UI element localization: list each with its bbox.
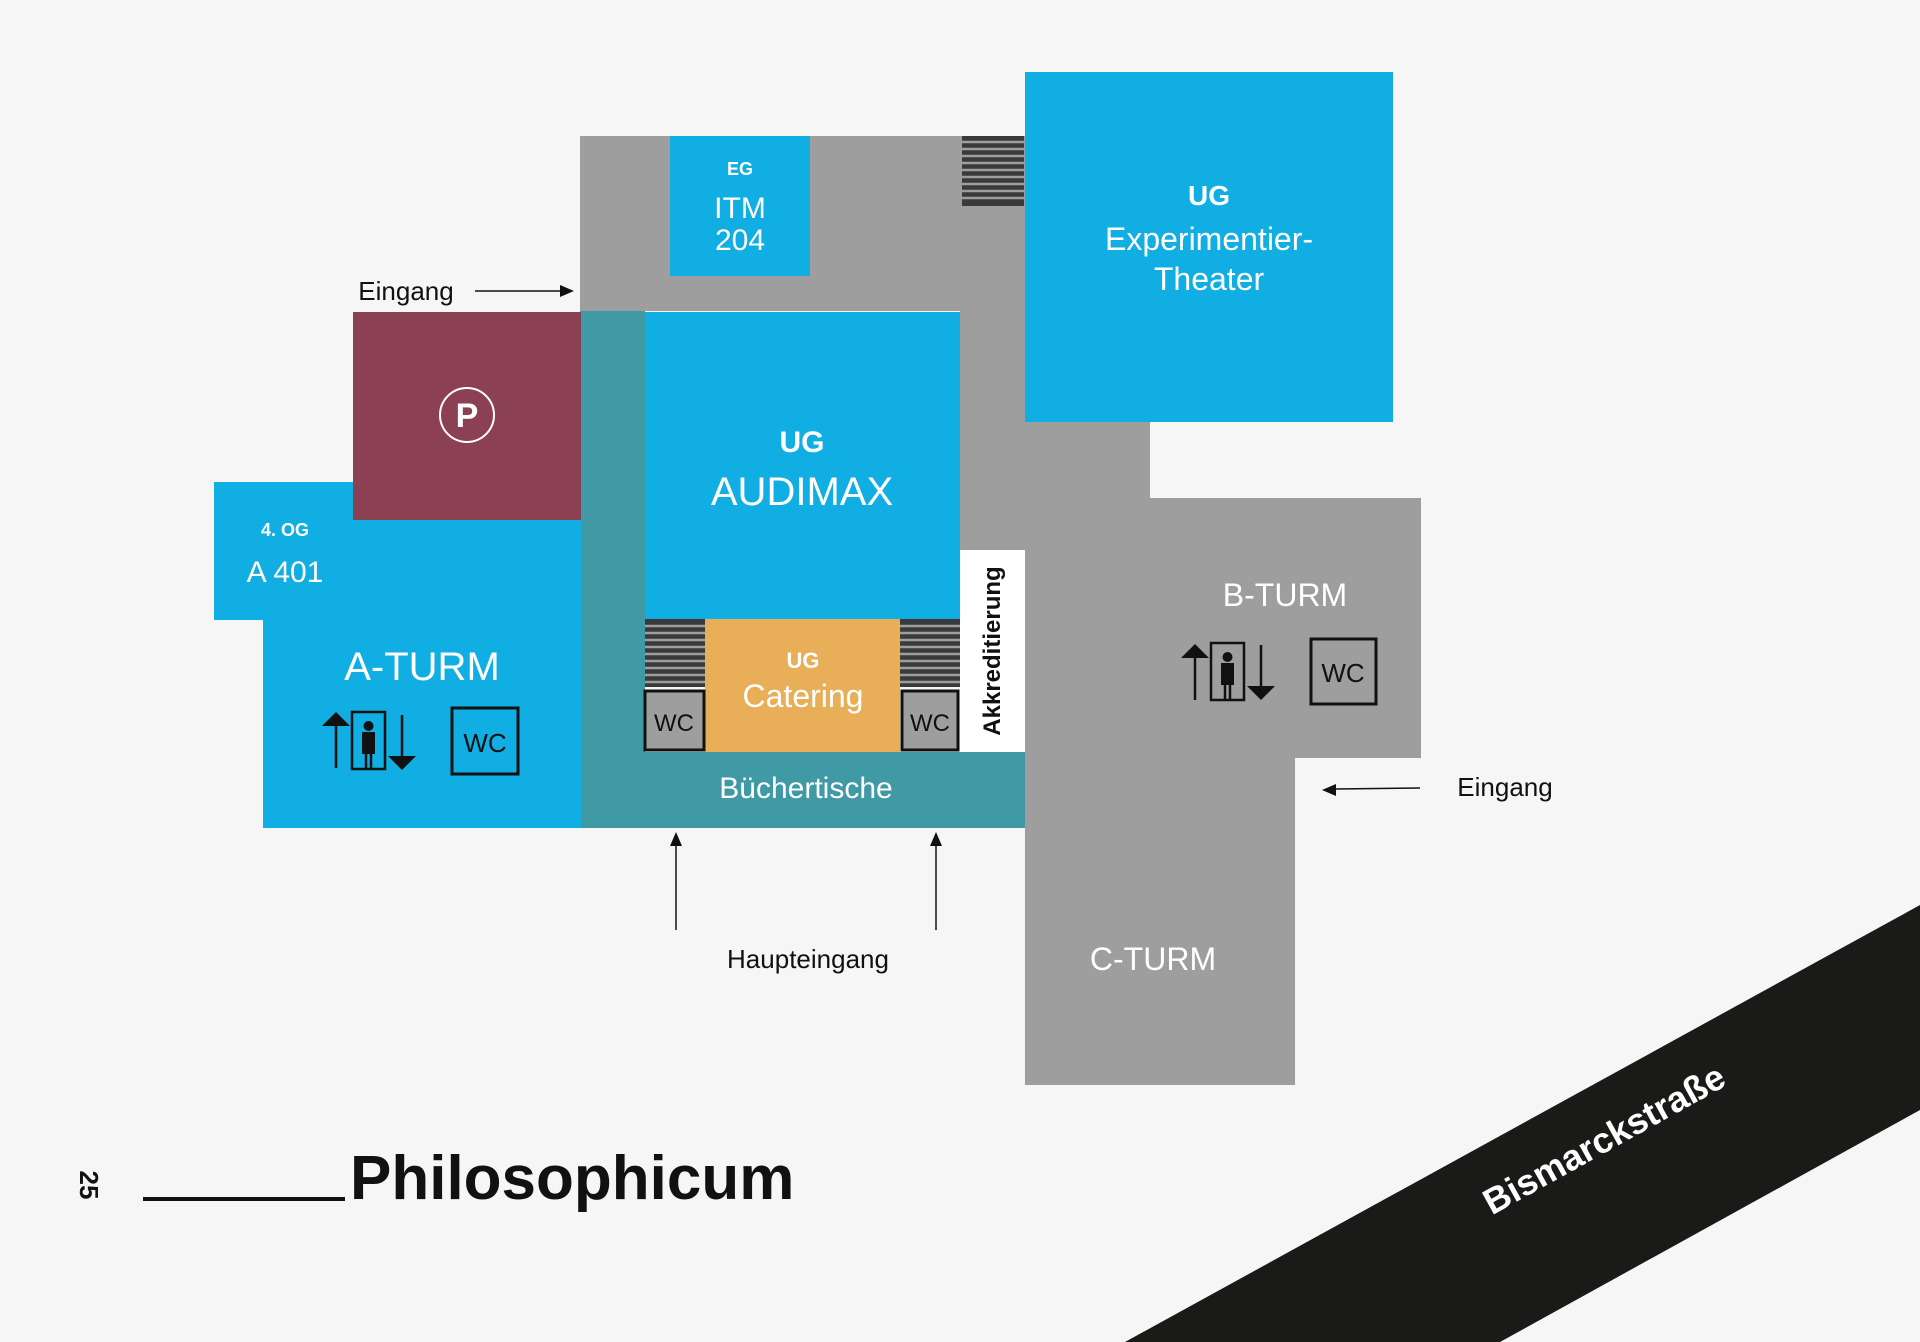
room-audimax bbox=[645, 312, 960, 619]
page-title: Philosophicum bbox=[350, 1144, 794, 1213]
wc-label: WC bbox=[654, 710, 694, 737]
arrow-left-icon bbox=[1322, 784, 1421, 796]
entrance-west-label: Eingang bbox=[358, 276, 453, 306]
itm-name-line2: 204 bbox=[715, 224, 765, 257]
wc-label: WC bbox=[463, 728, 506, 758]
parking-icon bbox=[439, 387, 495, 443]
arrow-up-icon bbox=[930, 832, 942, 930]
room-a-tower bbox=[214, 482, 581, 828]
room-theater bbox=[1025, 72, 1393, 422]
itm-level: EG bbox=[727, 159, 753, 179]
a-tower-label: A-TURM bbox=[344, 645, 500, 689]
foyer-area bbox=[580, 311, 1025, 828]
stairs-icon bbox=[645, 619, 960, 687]
b-tower-label: B-TURM bbox=[1223, 577, 1347, 613]
theater-level: UG bbox=[1188, 180, 1230, 211]
street-band bbox=[1125, 905, 1920, 1342]
wc-icon bbox=[450, 706, 520, 776]
elevator-icon bbox=[322, 710, 416, 771]
room-catering bbox=[705, 619, 900, 752]
buechertische-label: Büchertische bbox=[719, 772, 892, 805]
parking-area bbox=[353, 312, 581, 520]
a401-level: 4. OG bbox=[261, 520, 309, 540]
room-itm-204 bbox=[670, 136, 810, 276]
wc-icon bbox=[643, 689, 706, 752]
arrow-up-icon bbox=[670, 832, 682, 930]
itm-name-line1: ITM bbox=[714, 192, 766, 225]
c-tower-label: C-TURM bbox=[1090, 941, 1216, 977]
stairs-icon bbox=[962, 136, 1024, 206]
entrance-main-label: Haupteingang bbox=[727, 944, 889, 974]
a401-name: A 401 bbox=[247, 556, 324, 589]
wc-label: WC bbox=[1321, 658, 1364, 688]
parking-symbol: P bbox=[456, 397, 479, 435]
elevator-icon bbox=[1181, 641, 1275, 702]
theater-name-line2: Theater bbox=[1154, 261, 1265, 297]
theater-name-line1: Experimentier- bbox=[1105, 221, 1313, 257]
wc-icon bbox=[900, 689, 960, 752]
page-number: 25 bbox=[74, 1171, 104, 1200]
catering-level: UG bbox=[787, 648, 820, 673]
wc-label: WC bbox=[910, 710, 950, 737]
catering-name: Catering bbox=[743, 678, 864, 714]
audimax-name: AUDIMAX bbox=[711, 470, 893, 514]
entrance-east-label: Eingang bbox=[1457, 772, 1552, 802]
wc-icon bbox=[1309, 637, 1378, 706]
akkreditierung-area bbox=[960, 550, 1025, 752]
arrow-right-icon bbox=[475, 285, 574, 297]
audimax-level: UG bbox=[780, 426, 825, 459]
akkreditierung-label: Akkreditierung bbox=[979, 566, 1006, 735]
